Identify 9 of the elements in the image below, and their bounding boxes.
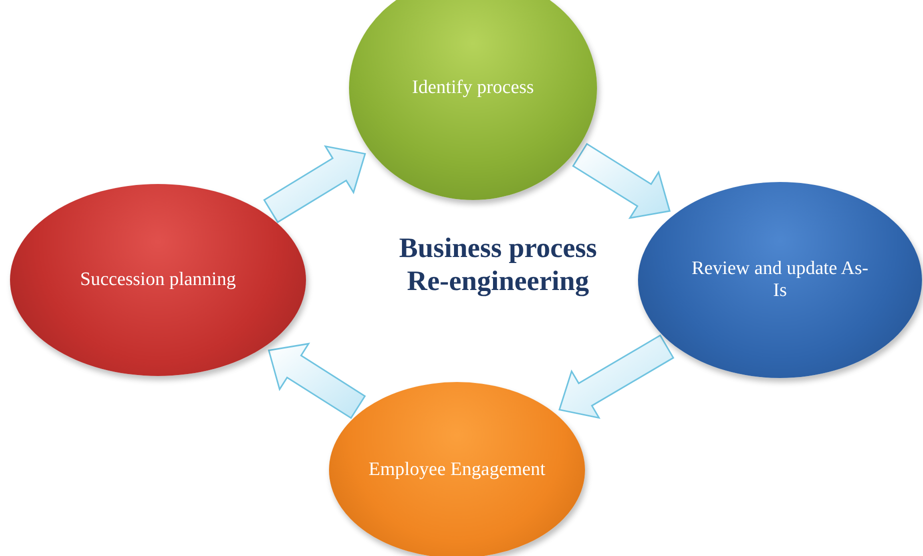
center-title: Business process Re-engineering [398,232,598,298]
node-label: Identify process [412,77,534,99]
node-label: Succession planning [80,269,236,291]
block-arrow [558,334,674,419]
node-label: Employee Engagement [368,459,546,481]
block-arrow [268,342,366,420]
block-arrow [572,142,671,220]
node-label: Review and update As-Is [690,258,870,302]
block-arrow [263,145,366,224]
